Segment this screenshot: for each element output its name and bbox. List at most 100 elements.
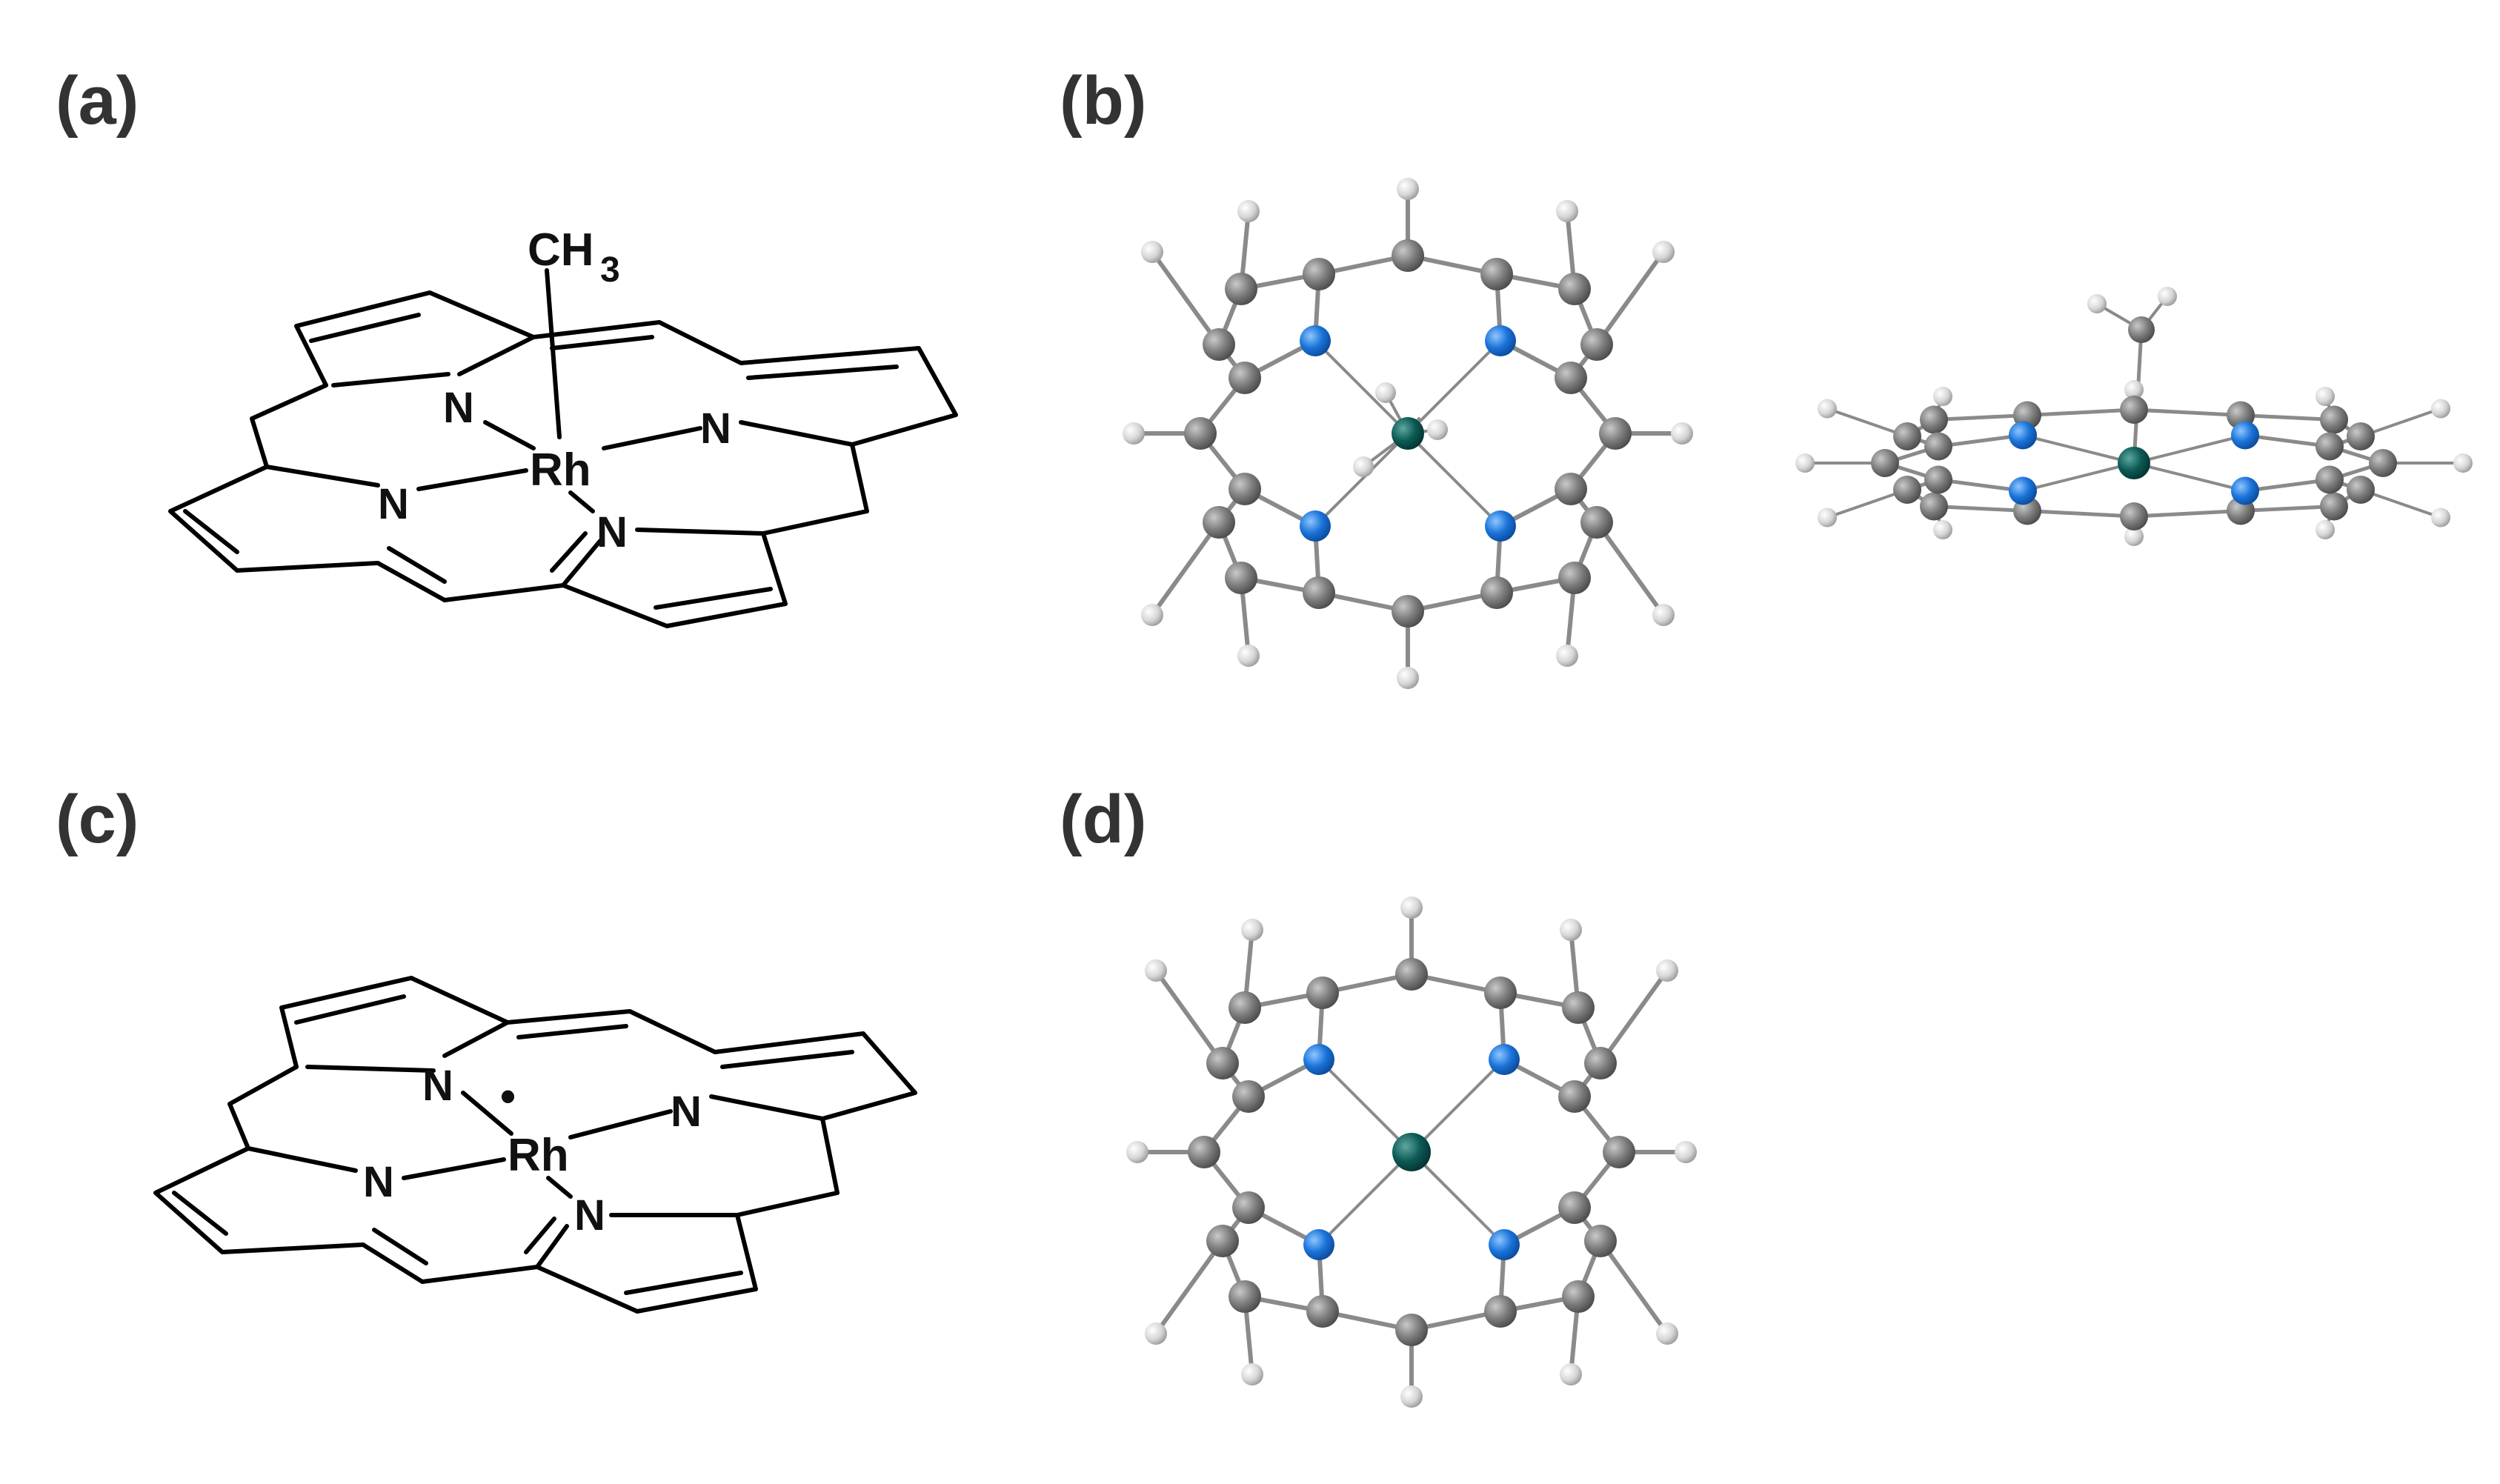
carbon-atom: [2316, 432, 2344, 461]
rh-n-bond-c2: [568, 1109, 673, 1139]
methyl-subscript: 3: [600, 250, 620, 290]
meso-bond-c2: [361, 1242, 425, 1284]
nitrogen-atom: [2009, 476, 2037, 505]
pyrrole-ring-c4: [420, 1191, 840, 1314]
double-bond-a9: [550, 531, 588, 573]
nitrogen-atom: [1300, 510, 1331, 542]
hydrogen-atom: [1675, 1141, 1697, 1163]
bond: [1154, 1239, 1225, 1336]
carbon-atom: [1188, 1136, 1220, 1168]
bond: [1936, 433, 2025, 448]
carbon-atom: [1893, 476, 1921, 504]
nitrogen-atom: [2231, 421, 2259, 450]
bond: [1406, 432, 1502, 528]
carbon-atom: [1229, 1280, 1261, 1313]
panel-label-c: (c): [56, 782, 139, 857]
pyrrole-ring-c2: [505, 1009, 917, 1121]
bond: [2132, 407, 2243, 417]
carbon-atom: [1558, 1080, 1591, 1113]
double-bond-c2: [305, 1065, 436, 1073]
hydrogen-atom: [1656, 1322, 1678, 1345]
rh-n-bond-a1: [483, 420, 536, 450]
bond-c8: [535, 1224, 569, 1269]
carbon-atom: [1580, 328, 1613, 361]
meso-bond-c1: [820, 1117, 840, 1195]
bond: [1150, 250, 1221, 347]
rhodium-atom: [2118, 447, 2150, 479]
hydrogen-atom: [1818, 508, 1837, 528]
double-bond-a7: [387, 546, 447, 584]
pyrrole-ring-a4: [442, 509, 869, 628]
bond: [1314, 432, 1409, 528]
hydrogen-atom: [1375, 382, 1396, 403]
carbon-atom: [1229, 473, 1261, 505]
rh-n-bond-a3: [416, 468, 528, 491]
double-bond-c1: [294, 994, 406, 1025]
nitrogen-atom: [1303, 1229, 1334, 1260]
carbon-atom: [1555, 473, 1587, 505]
carbon-atom: [1480, 258, 1513, 290]
double-bond-c9: [524, 1217, 556, 1254]
bond: [2359, 488, 2442, 519]
carbon-atom: [1924, 432, 1952, 461]
hydrogen-atom: [1671, 422, 1693, 445]
carbon-atom: [1558, 562, 1591, 594]
nitrogen-atom: [1485, 325, 1516, 356]
nitrogen-atom: [2009, 421, 2037, 450]
bond: [1410, 1151, 1506, 1246]
hydrogen-atom: [1656, 959, 1678, 982]
hydrogen-atom: [2316, 520, 2335, 539]
hydrogen-atom: [2316, 387, 2335, 406]
bond: [2359, 407, 2442, 438]
n-label-a4: N: [596, 508, 628, 556]
carbon-atom: [1303, 258, 1335, 290]
bond: [1598, 968, 1669, 1065]
bond: [1317, 1151, 1413, 1246]
carbon-atom: [2128, 316, 2155, 343]
methyl-label: CH: [528, 224, 594, 276]
bond: [1932, 413, 2029, 422]
hydrogen-atom: [1400, 1385, 1423, 1408]
rh-n-bond-c4: [546, 1176, 573, 1199]
carbon-atom: [1395, 1314, 1428, 1346]
hydrogen-atom: [1427, 419, 1448, 440]
bond: [1826, 407, 1909, 438]
nitrogen-atom: [1303, 1044, 1334, 1075]
carbon-atom: [1395, 958, 1428, 991]
rh-n-bond-c3: [402, 1157, 506, 1180]
carbon-atom: [1229, 362, 1261, 394]
carbon-atom: [1599, 417, 1632, 450]
hydrogen-atom: [1241, 919, 1263, 941]
panel-label-b: (b): [1060, 63, 1147, 139]
carbon-atom: [1562, 991, 1595, 1024]
pyrrole-ring-a2: [531, 320, 958, 447]
rhodium-atom: [1392, 417, 1424, 450]
n-label-a2: N: [700, 405, 731, 453]
carbon-atom: [1893, 422, 1921, 450]
bond-a5: [265, 465, 380, 488]
double-bond-c6: [172, 1191, 228, 1236]
hydrogen-atom: [1560, 1363, 1582, 1385]
rh-n-bond-c1: [461, 1091, 513, 1136]
hydrogen-atom: [1652, 604, 1675, 626]
carbon-atom: [1225, 562, 1257, 594]
hydrogen-atom: [2124, 380, 2144, 399]
carbon-atom: [2369, 449, 2397, 477]
bond: [2132, 462, 2247, 493]
bond: [1826, 488, 1909, 519]
molecule-model-d-top: [1126, 896, 1697, 1408]
bond: [1936, 478, 2025, 493]
rh-methyl-bond: [545, 268, 562, 439]
hydrogen-atom: [1145, 1322, 1167, 1345]
molecule-model-b-side: [1795, 287, 2473, 546]
bond: [1314, 339, 1409, 435]
carbon-atom: [1584, 1225, 1617, 1257]
hydrogen-atom: [1237, 200, 1260, 222]
carbon-atom: [1206, 1047, 1239, 1079]
nitrogen-atom: [2231, 476, 2259, 505]
bond: [1406, 339, 1502, 435]
carbon-atom: [1392, 595, 1424, 628]
carbon-atom: [1306, 1295, 1339, 1328]
structure-a: [168, 268, 958, 628]
